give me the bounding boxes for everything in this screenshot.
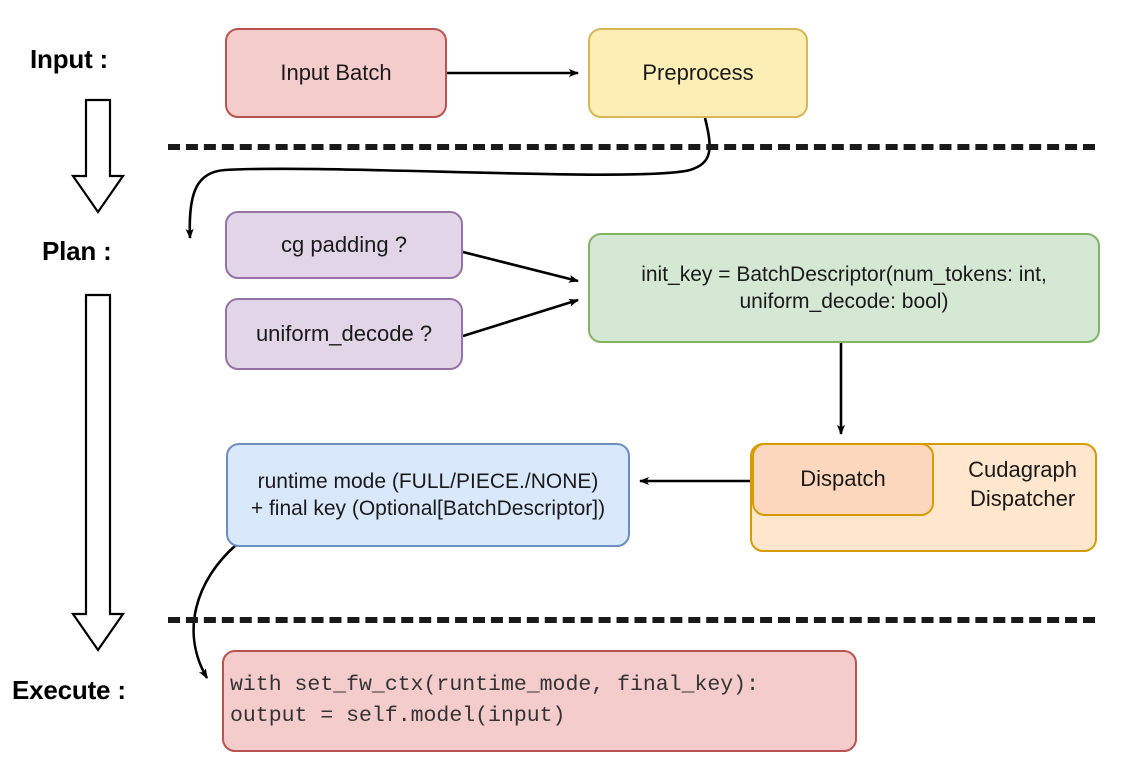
node-cg-padding[interactable]: cg padding ? xyxy=(225,211,463,279)
node-runtime-mode[interactable]: runtime mode (FULL/PIECE./NONE) + final … xyxy=(226,443,630,547)
plan-to-execute-arrow xyxy=(70,293,126,652)
stage-label-plan: Plan : xyxy=(42,236,112,266)
node-preprocess[interactable]: Preprocess xyxy=(588,28,808,118)
separator-plan-execute xyxy=(168,617,1095,623)
stage-label-input: Input : xyxy=(30,44,109,74)
stage-label-execute: Execute : xyxy=(12,675,126,705)
node-execute-code[interactable]: with set_fw_ctx(runtime_mode, final_key)… xyxy=(222,650,857,752)
node-init-key[interactable]: init_key = BatchDescriptor(num_tokens: i… xyxy=(588,233,1100,343)
separator-input-plan xyxy=(168,144,1095,150)
node-dispatch[interactable]: Dispatch xyxy=(752,443,934,516)
input-to-plan-arrow xyxy=(70,98,126,214)
node-uniform-decode[interactable]: uniform_decode ? xyxy=(225,298,463,370)
cg-padding-to-init-key-connector xyxy=(462,250,579,283)
uniform-decode-to-init-key-connector xyxy=(462,298,579,338)
node-input-batch[interactable]: Input Batch xyxy=(225,28,447,118)
